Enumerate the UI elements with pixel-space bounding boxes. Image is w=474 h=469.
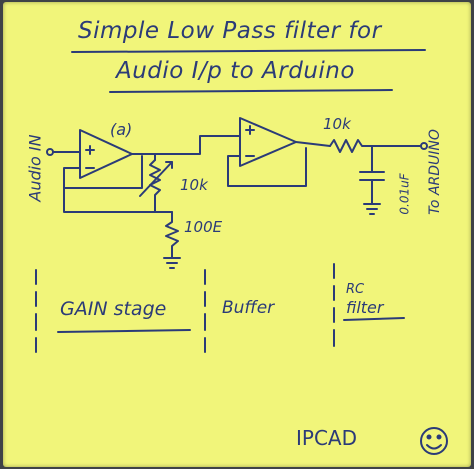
rc-stage-label-top: RC bbox=[346, 282, 365, 297]
pot-value-label: 10k bbox=[180, 176, 208, 194]
potentiometer-icon bbox=[149, 159, 161, 209]
opamp-a-feedback bbox=[63, 155, 143, 189]
capacitor-icon bbox=[359, 171, 385, 181]
gain-to-buffer bbox=[154, 135, 241, 155]
opamp-a-label: (a) bbox=[110, 120, 133, 139]
gain-stage-label: GAIN stage bbox=[60, 298, 167, 320]
series-resistor-label: 10k bbox=[323, 115, 351, 133]
opamp-a-icon bbox=[79, 129, 133, 179]
buffer-output bbox=[295, 141, 331, 147]
pot-arrow bbox=[165, 161, 173, 169]
buffer-stage-label: Buffer bbox=[222, 298, 275, 318]
output-label: To ARDUINO bbox=[426, 129, 443, 215]
opamp-a-output bbox=[131, 153, 156, 161]
input-label: Audio IN bbox=[25, 134, 45, 202]
signature: IPCAD bbox=[296, 426, 358, 450]
smiley-icon bbox=[420, 427, 448, 455]
resistor-icon bbox=[329, 139, 421, 153]
resistor-100e-label: 100E bbox=[184, 218, 223, 236]
title-line-1: Simple Low Pass filter for bbox=[78, 18, 382, 44]
title2-underline bbox=[109, 89, 393, 93]
pot-wiper bbox=[139, 161, 173, 197]
capacitor-label: 0.01uF bbox=[397, 173, 412, 215]
rc-stage-label-bottom: filter bbox=[346, 298, 384, 317]
rc-underline bbox=[343, 317, 405, 321]
gain-feedback bbox=[63, 187, 156, 213]
opamp-a-plus bbox=[85, 145, 95, 155]
buffer-feedback bbox=[227, 147, 307, 187]
gain-underline bbox=[57, 329, 191, 333]
ground-icon-2 bbox=[363, 203, 381, 215]
opamp-buffer-plus bbox=[245, 125, 255, 135]
pot-to-100e bbox=[154, 207, 173, 213]
title-underline bbox=[71, 49, 426, 53]
opamp-buffer-icon bbox=[239, 117, 297, 167]
sticky-note bbox=[3, 2, 471, 467]
output-terminal bbox=[420, 142, 428, 150]
resistor-100e-icon bbox=[165, 211, 179, 259]
title-line-2: Audio I/p to Arduino bbox=[116, 58, 355, 84]
ground-icon-1 bbox=[163, 257, 181, 269]
